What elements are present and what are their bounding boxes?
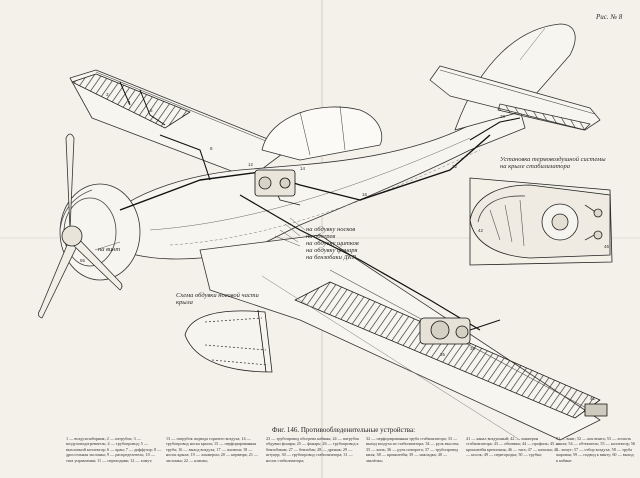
wing-nose-airflow-inset (184, 309, 273, 373)
svg-text:8: 8 (210, 146, 213, 151)
svg-text:55: 55 (80, 258, 86, 263)
svg-text:14: 14 (300, 166, 306, 171)
air-label-4: на обдувку фонаря (306, 247, 358, 254)
left-wing-leading-edge-ribs (71, 73, 191, 129)
spinner-label: на винт (98, 246, 121, 253)
propeller-blade-right (71, 235, 123, 291)
engine-cowling (59, 183, 141, 281)
duct-to-stabilizer (469, 117, 521, 141)
legend-column-3: 23 — трубопровод обогрева кабины; 24 — п… (266, 436, 360, 463)
svg-text:28: 28 (500, 114, 506, 119)
svg-text:22: 22 (452, 164, 458, 169)
svg-text:16: 16 (362, 192, 368, 197)
legend-column-1: 1 — воздухозаборник; 2 — патрубок; 3 — в… (66, 436, 162, 463)
svg-text:3: 3 (106, 92, 109, 97)
legend-column-2: 13 — патрубок подвода горячего воздуха; … (166, 436, 259, 463)
propeller (38, 133, 123, 319)
tail-inset-title: Установка термовоздушной системы на крыл… (500, 156, 606, 170)
legend-column-6: 51 — винт; 52 — кок винта; 53 — лопасть … (556, 436, 636, 463)
right-wing-leading-edge-ribs (294, 281, 601, 419)
wing-root-valve-assembly (419, 317, 501, 345)
legend-column-4: 32 — перфорированная труба стабилизатора… (366, 436, 460, 463)
svg-text:42: 42 (478, 228, 484, 233)
wing-tip-duct-outlet (584, 403, 608, 417)
figure-caption: Фиг. 146. Противообледенительные устройс… (272, 426, 416, 434)
air-label-2: на обогрев (306, 233, 336, 240)
air-label-3: на обдувку щитков (306, 240, 359, 247)
svg-text:5: 5 (150, 108, 153, 113)
svg-text:12: 12 (248, 162, 254, 167)
svg-text:35: 35 (440, 352, 446, 357)
propeller-spinner (61, 225, 83, 247)
svg-text:46: 46 (604, 244, 610, 249)
svg-text:4: 4 (128, 100, 131, 105)
hot-air-duct-wing (239, 194, 481, 331)
stabilizer-tip-ribs (497, 103, 591, 131)
air-label-5: на бензобаки ДКР (306, 254, 356, 261)
canopy-outline (261, 106, 383, 161)
sheet-number: Рис. № 8 (596, 13, 623, 21)
svg-text:41: 41 (590, 396, 596, 401)
hot-air-duct-main (119, 134, 491, 211)
horizontal-stabilizer (429, 65, 601, 131)
legend-column-5: 41 — канал воздушный; 42 — лонжерон стаб… (466, 436, 560, 458)
wing-inset-title: Схема обдувки носовой части крыла (176, 292, 259, 306)
propeller-blade-upper (65, 133, 75, 231)
stabilizer-nose-inset (469, 177, 613, 266)
svg-text:36: 36 (470, 346, 476, 351)
air-label-1: на обдувку носков (306, 226, 356, 233)
air-heater-unit (254, 169, 296, 197)
propeller-blade-lower (38, 237, 79, 319)
